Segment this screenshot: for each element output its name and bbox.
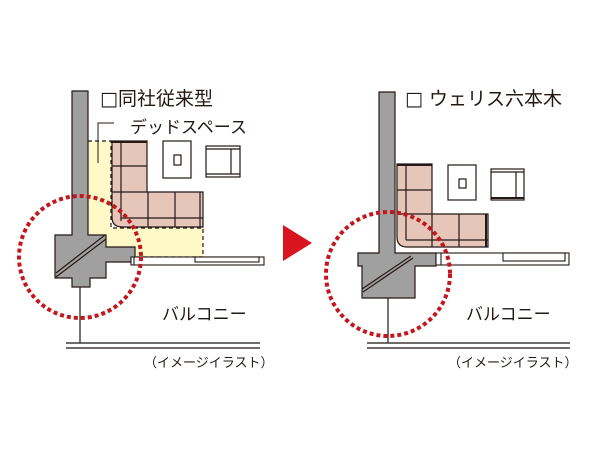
right-panel-title: □ ウェリス六本木: [405, 88, 562, 110]
chair-left: [205, 145, 241, 178]
wall-column-right: [357, 91, 437, 299]
chair-right: [490, 168, 525, 201]
wall-column-left: [54, 90, 136, 288]
left-panel-title: □同社従来型: [100, 88, 213, 110]
table-left: [162, 140, 192, 179]
right-diagram: [324, 91, 570, 349]
right-balcony-label: バルコニー: [466, 305, 551, 325]
dead-space-label: デッドスペース: [130, 118, 247, 138]
sofa-left: [111, 140, 204, 228]
window-sash-right: [435, 252, 570, 266]
left-note: （イメージイラスト）: [144, 356, 274, 371]
window-sash-left: [130, 256, 265, 266]
table-right: [447, 164, 477, 201]
left-diagram: [17, 90, 265, 349]
dead-space-dashed-outline: [88, 140, 204, 258]
highlight-circle-right: [324, 210, 452, 338]
right-note: （イメージイラスト）: [448, 356, 578, 371]
left-balcony-label: バルコニー: [162, 305, 247, 325]
dead-space-leader-line: [97, 122, 114, 163]
right-triangle-arrow-icon: [283, 225, 312, 261]
sofa-right: [396, 163, 489, 248]
highlight-circle-left: [17, 194, 143, 320]
